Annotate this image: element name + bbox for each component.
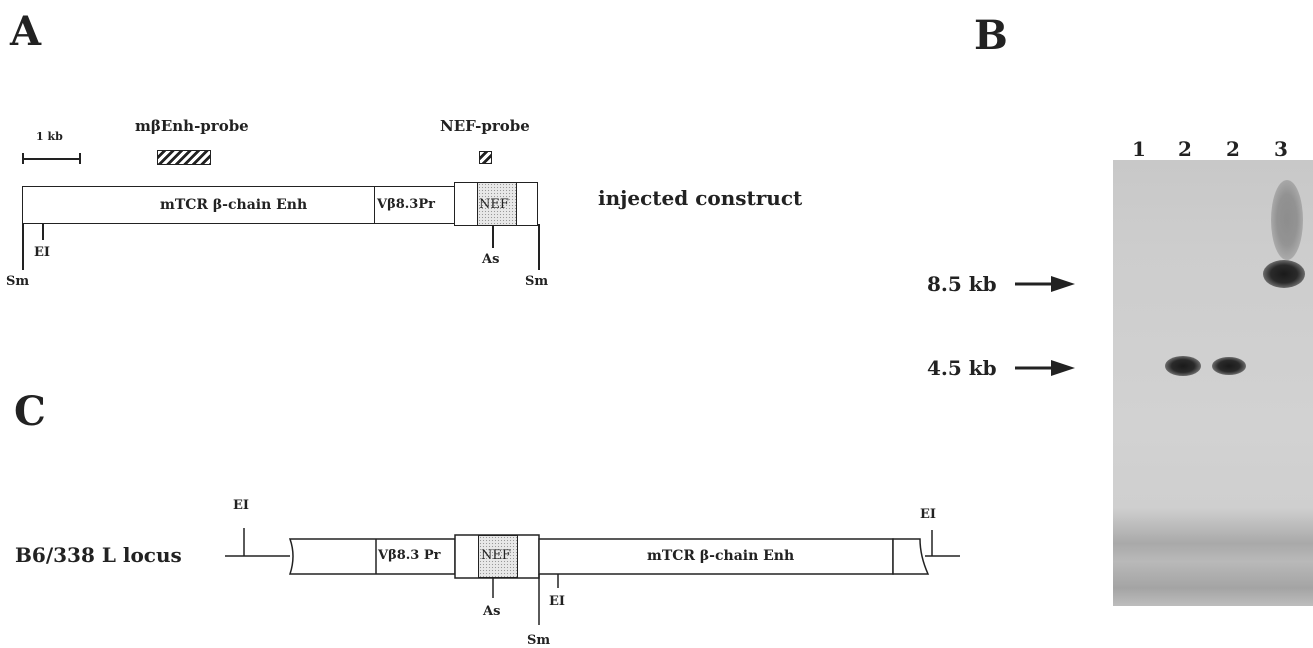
nef-segment-label-c: NEF [481, 548, 511, 563]
marker-low-arrow [1015, 358, 1075, 378]
as-site-label: As [482, 252, 499, 267]
gel-blot [1113, 160, 1313, 606]
marker-high-label: 8.5 kb [927, 272, 997, 296]
enh-probe-bar [157, 150, 211, 165]
band-lane3-8.5kb [1263, 260, 1305, 288]
enh-segment-label-c: mTCR β-chain Enh [647, 548, 794, 564]
lane-label-1: 1 [1132, 137, 1146, 161]
scale-bar-label: 1 kb [36, 130, 63, 143]
locus-diagram [220, 490, 980, 640]
ei-site-label: EI [34, 245, 50, 260]
panel-a-letter: A [10, 12, 41, 52]
lane-label-2b: 2 [1226, 137, 1240, 161]
band-lane2b-4.5kb [1212, 357, 1246, 375]
sm-left-site-label: Sm [6, 274, 29, 289]
nef-probe-bar [479, 151, 492, 164]
promoter-segment-label: Vβ8.3Pr [377, 197, 435, 212]
nef-segment-label: NEF [479, 197, 509, 212]
as-site-label-c: As [483, 604, 500, 619]
lane-label-2a: 2 [1178, 137, 1192, 161]
sm-right-site-label: Sm [525, 274, 548, 289]
marker-low-label: 4.5 kb [927, 356, 997, 380]
locus-label: B6/338 L locus [15, 543, 182, 567]
ei-mid-site-label: EI [549, 594, 565, 609]
sm-right-tick [538, 224, 540, 270]
enh-segment-label: mTCR β-chain Enh [160, 197, 307, 213]
ei-tick [42, 224, 44, 240]
lane-label-3: 3 [1274, 137, 1288, 161]
nef-probe-label: NEF-probe [440, 117, 530, 135]
construct-label: injected construct [598, 186, 802, 210]
panel-b-letter: B [974, 16, 1008, 56]
band-lane3-smear [1271, 180, 1303, 260]
marker-high-arrow [1015, 274, 1075, 294]
band-lane2a-4.5kb [1165, 356, 1201, 376]
ei-left-site-label: EI [233, 498, 249, 513]
sm-site-label-c: Sm [527, 633, 550, 648]
panel-c-letter: C [14, 392, 46, 432]
promoter-segment-label-c: Vβ8.3 Pr [378, 548, 441, 563]
as-tick [492, 226, 494, 248]
sm-left-tick [22, 224, 24, 270]
ei-right-site-label: EI [920, 507, 936, 522]
scale-bar [22, 158, 80, 160]
enh-probe-label: mβEnh-probe [135, 117, 249, 135]
